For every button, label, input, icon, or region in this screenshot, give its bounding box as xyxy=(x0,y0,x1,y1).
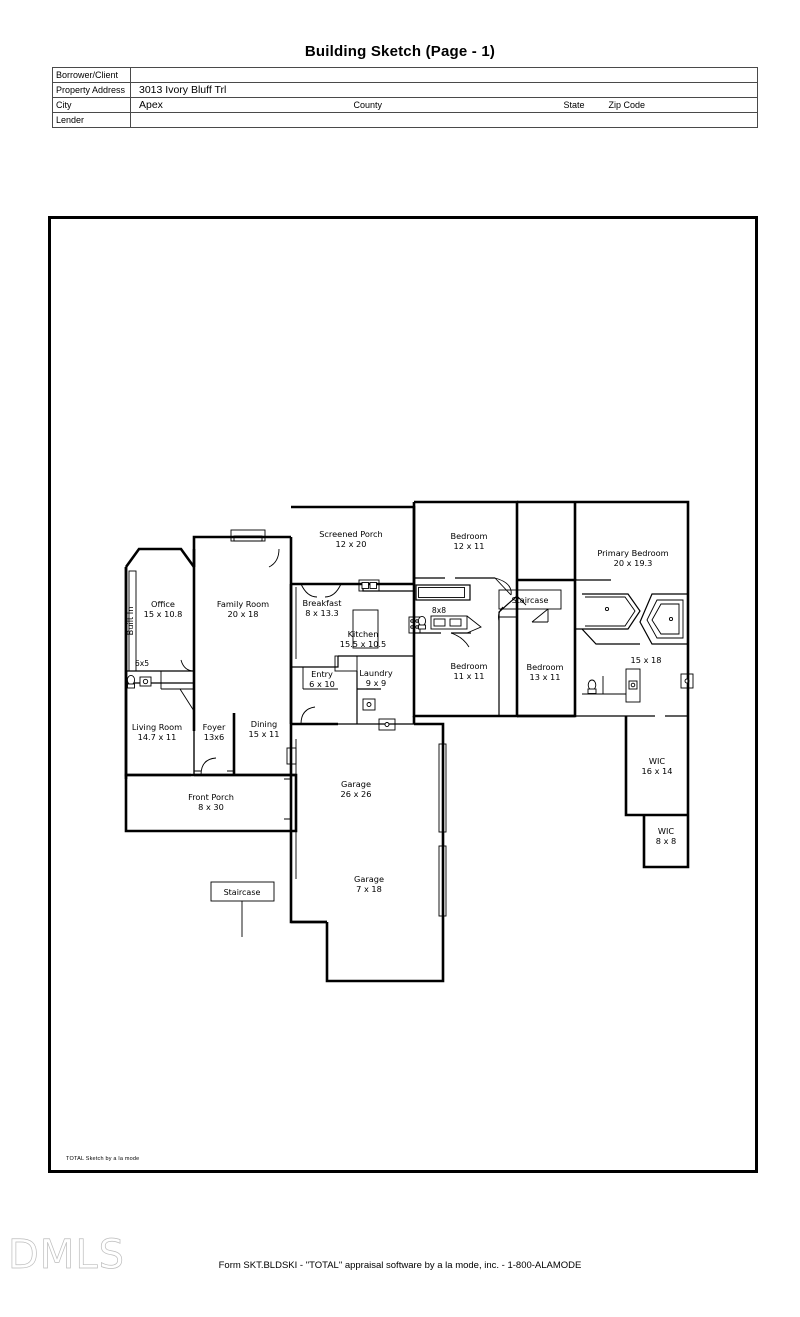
room-label-entry-dims: 6 x 10 xyxy=(309,679,335,689)
table-row-city: City Apex County State Zip Code xyxy=(52,97,758,113)
room-label-kitchen-dims: 15.5 x 10.5 xyxy=(340,639,387,649)
sketch-credit: TOTAL Sketch by a la mode xyxy=(66,1156,140,1162)
room-label-family-room-name: Family Room xyxy=(217,599,269,609)
room-label-front-porch-dims: 8 x 30 xyxy=(198,802,224,812)
room-label-wic-small-dims: 8 x 8 xyxy=(656,836,676,846)
property-address-label: Property Address xyxy=(52,82,131,98)
zip-label: Zip Code xyxy=(605,97,661,113)
garage-main: Garage 26 x 26 xyxy=(284,722,447,983)
room-label-primary-bedroom-name: Primary Bedroom xyxy=(597,548,668,558)
room-label-bedroom-2-dims: 12 x 11 xyxy=(454,541,485,551)
exterior-wall-connections xyxy=(124,500,690,777)
room-label-living-room-name: Living Room xyxy=(132,722,182,732)
foyer: Foyer 13x6 xyxy=(193,713,235,776)
primary-bedroom: Primary Bedroom 20 x 19.3 xyxy=(573,500,690,699)
borrower-value[interactable] xyxy=(130,67,758,83)
room-label-foyer-name: Foyer xyxy=(203,722,226,732)
room-label-bedroom-3-name: Bedroom xyxy=(450,661,487,671)
borrower-label: Borrower/Client xyxy=(52,67,131,83)
screened-porch: Screened Porch 12 x 20 xyxy=(291,505,416,598)
hall-bath: 8x8 xyxy=(414,584,482,648)
entry-hall: Entry 6 x 10 xyxy=(290,667,338,725)
room-label-bedroom-2-name: Bedroom xyxy=(450,531,487,541)
room-label-foyer-dims: 13x6 xyxy=(204,732,224,742)
lender-label: Lender xyxy=(52,112,131,128)
staircase-left-label: Staircase xyxy=(224,888,261,897)
footer-form-note: Form SKT.BLDSKI - "TOTAL" appraisal soft… xyxy=(218,1260,582,1271)
breakfast-room: Breakfast 8 x 13.3 xyxy=(289,584,343,724)
lender-value[interactable] xyxy=(130,112,758,128)
state-label: State xyxy=(560,97,606,113)
room-label-powder-bath-dims: 6x5 xyxy=(135,659,149,668)
room-label-living-room-dims: 14.7 x 11 xyxy=(138,732,177,742)
room-label-entry-name: Entry xyxy=(311,669,333,679)
room-label-dining-dims: 15 x 11 xyxy=(249,729,280,739)
room-label-kitchen-name: Kitchen xyxy=(348,629,379,639)
staircase-left: Staircase xyxy=(210,881,275,937)
property-info-table: Borrower/Client Property Address 3013 Iv… xyxy=(52,67,758,128)
staircase-right: Staircase xyxy=(498,589,562,623)
front-porch: Front Porch 8 x 30 xyxy=(124,773,298,833)
room-label-wic-main-dims: 16 x 14 xyxy=(642,766,673,776)
city-label: City xyxy=(52,97,131,113)
table-row-lender: Lender xyxy=(52,112,758,128)
building-sketch-frame: Built In Office 15 x 10.8 Family Room 20… xyxy=(48,216,758,1173)
room-label-wic-small-name: WIC xyxy=(658,826,675,836)
dmls-watermark-logo: DMLS xyxy=(8,1232,125,1279)
bedroom-3: Bedroom 11 x 11 xyxy=(450,661,487,681)
room-label-laundry-dims: 9 x 9 xyxy=(366,678,386,688)
powder-bath: 6x5 xyxy=(125,659,194,775)
room-label-primary-bedroom-dims: 20 x 19.3 xyxy=(614,558,653,568)
room-label-bedroom-4-dims: 13 x 11 xyxy=(530,672,561,682)
family-room: Family Room 20 x 18 xyxy=(192,529,293,731)
room-label-wic-main-name: WIC xyxy=(649,756,666,766)
county-label: County xyxy=(350,97,411,113)
county-value[interactable] xyxy=(410,97,561,113)
dining-room: Dining 15 x 11 xyxy=(232,713,280,775)
kitchen: Kitchen 15.5 x 10.5 xyxy=(291,579,421,672)
room-label-dining-name: Dining xyxy=(251,719,277,729)
room-label-laundry-name: Laundry xyxy=(359,668,393,678)
primary-bath: 15 x 18 xyxy=(574,591,694,717)
wic-main: WIC 16 x 14 xyxy=(624,715,690,817)
room-label-garage-main-name: Garage xyxy=(341,779,371,789)
room-label-breakfast-name: Breakfast xyxy=(303,598,343,608)
garage-bay: Garage 7 x 18 xyxy=(354,874,384,894)
table-row-borrower: Borrower/Client xyxy=(52,67,758,83)
table-row-property-address: Property Address 3013 Ivory Bluff Trl xyxy=(52,82,758,98)
room-label-garage-main-dims: 26 x 26 xyxy=(341,789,372,799)
room-label-garage-bay-dims: 7 x 18 xyxy=(356,884,382,894)
room-label-screened-porch-dims: 12 x 20 xyxy=(336,539,367,549)
laundry-room: Laundry 9 x 9 xyxy=(338,668,414,731)
room-label-front-porch-name: Front Porch xyxy=(188,792,234,802)
room-label-breakfast-dims: 8 x 13.3 xyxy=(305,608,339,618)
room-label-primary-bath-dims: 15 x 18 xyxy=(631,655,662,665)
room-label-hall-bath-dims: 8x8 xyxy=(432,606,446,615)
zip-value[interactable] xyxy=(660,97,758,113)
wic-small: WIC 8 x 8 xyxy=(642,814,690,869)
room-label-bedroom-4-name: Bedroom xyxy=(526,662,563,672)
room-label-bedroom-3-dims: 11 x 11 xyxy=(454,671,485,681)
living-room: Living Room 14.7 x 11 xyxy=(124,688,195,779)
room-label-screened-porch-name: Screened Porch xyxy=(319,529,383,539)
city-value[interactable]: Apex xyxy=(130,97,351,113)
room-label-office-dims: 15 x 10.8 xyxy=(144,609,183,619)
annotation-built-in: Built In xyxy=(125,607,135,636)
floor-plan-drawing: Built In Office 15 x 10.8 Family Room 20… xyxy=(124,500,694,983)
page-title: Building Sketch (Page - 1) xyxy=(304,43,496,60)
room-label-garage-bay-name: Garage xyxy=(354,874,384,884)
room-label-office-name: Office xyxy=(151,599,175,609)
property-address-value[interactable]: 3013 Ivory Bluff Trl xyxy=(130,82,758,98)
room-label-family-room-dims: 20 x 18 xyxy=(228,609,259,619)
staircase-right-label: Staircase xyxy=(512,596,549,605)
